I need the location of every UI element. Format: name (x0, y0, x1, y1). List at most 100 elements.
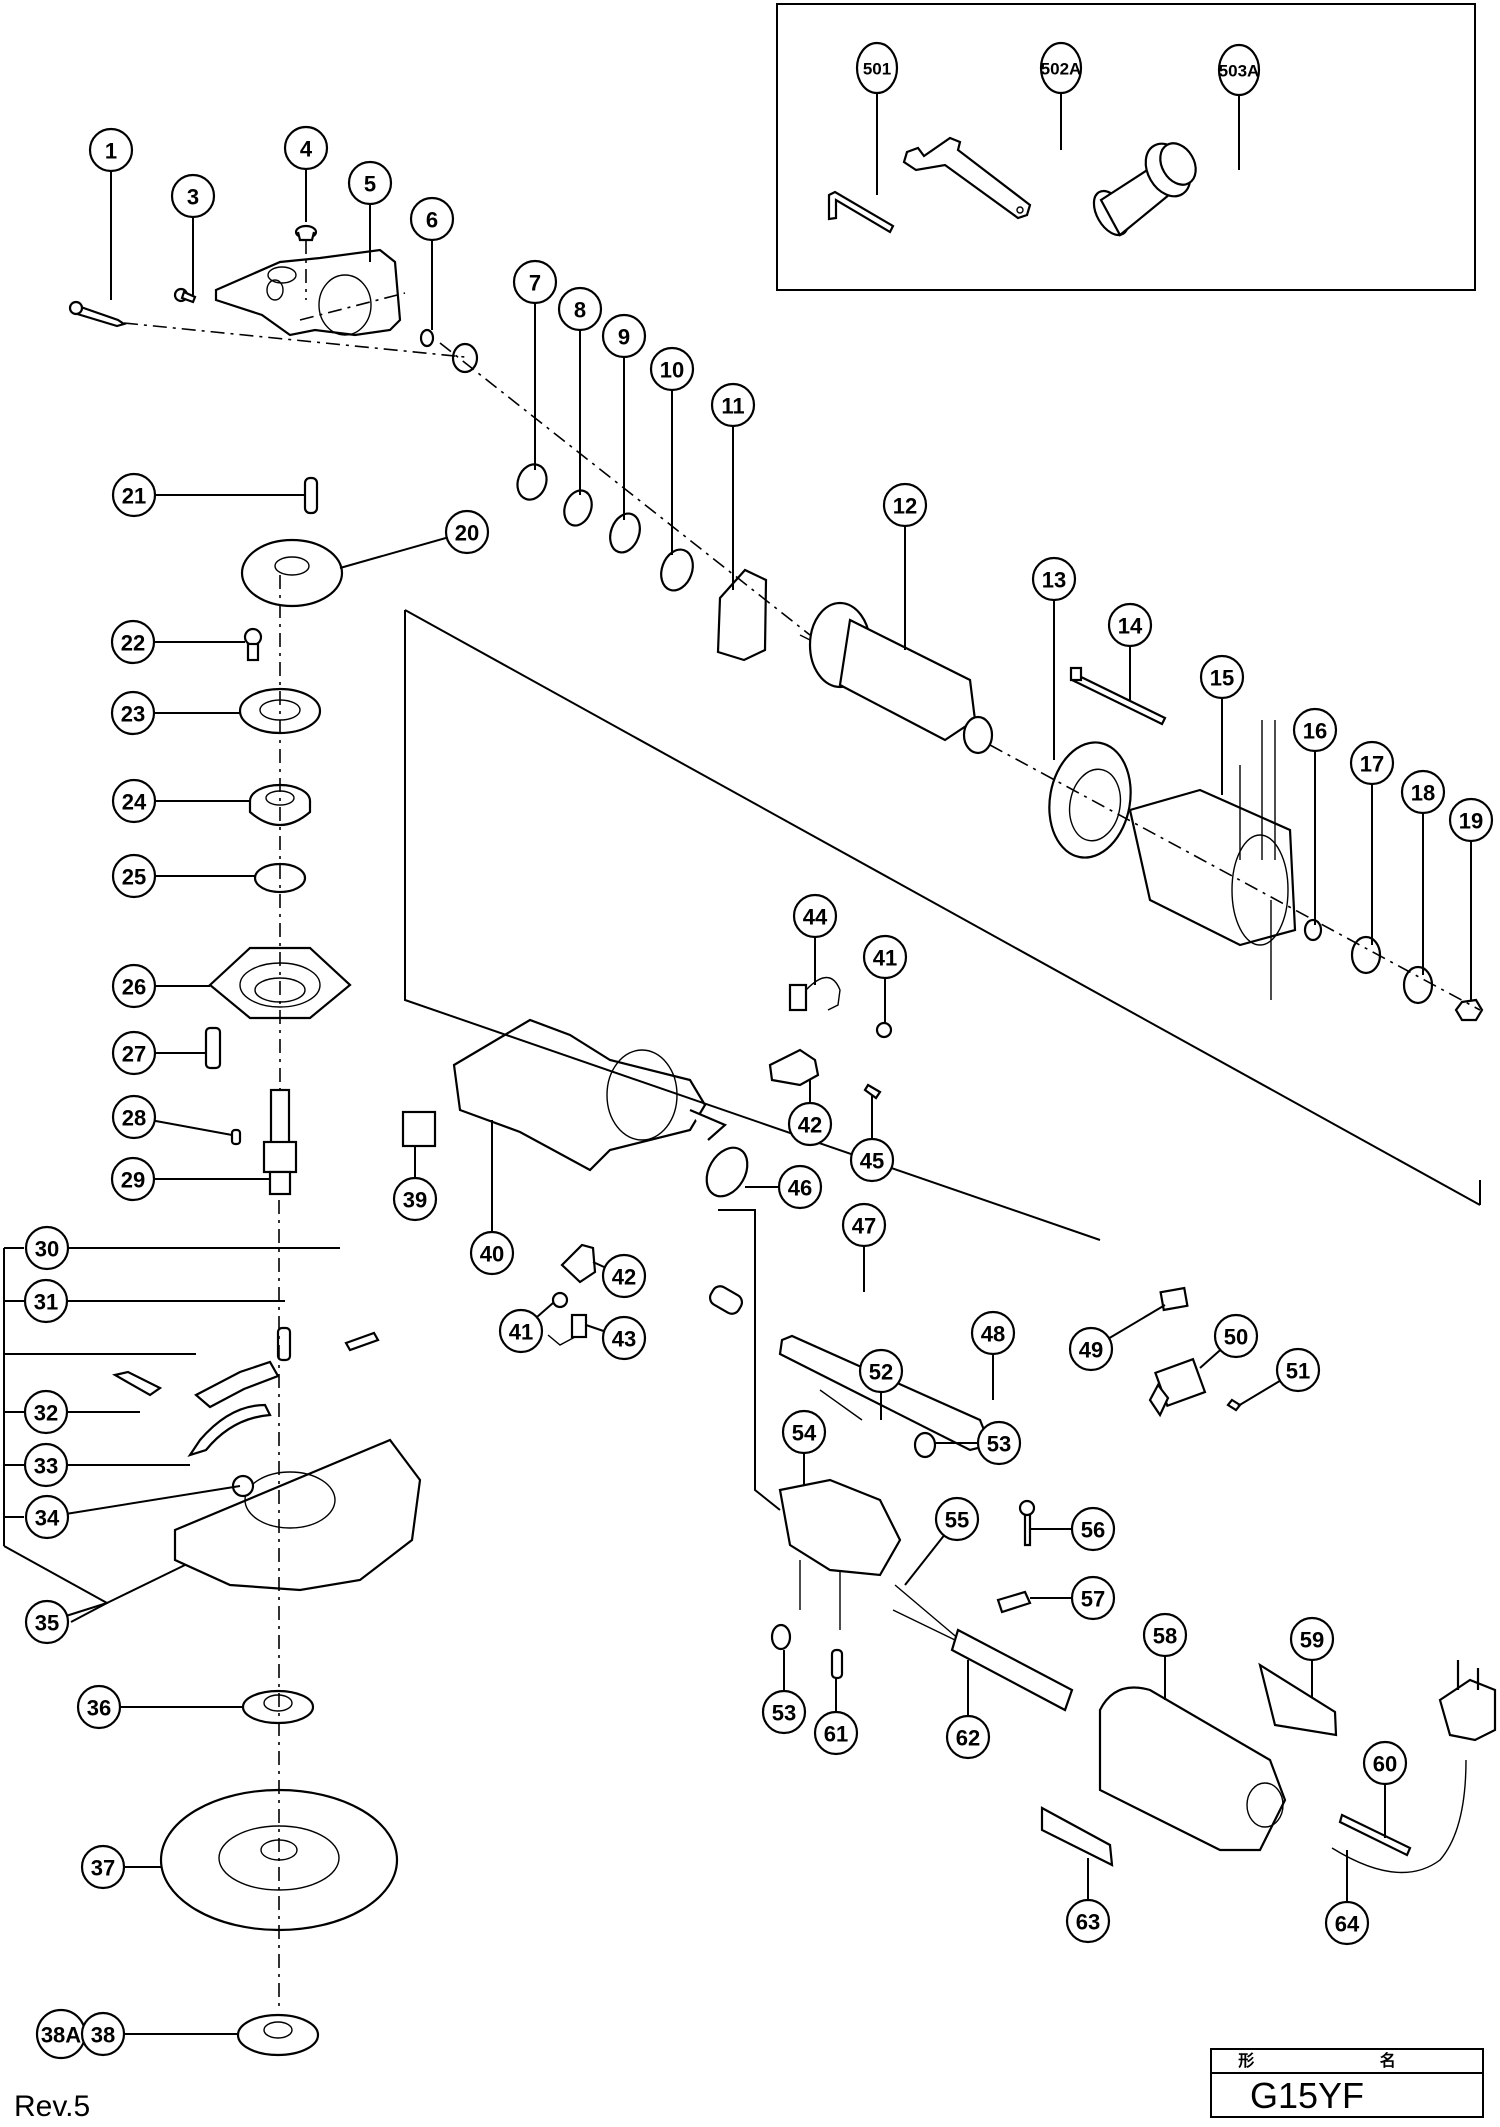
callout-number: 25 (122, 865, 146, 890)
callout-number: 11 (721, 394, 744, 419)
callout-circle (347, 160, 393, 206)
callout-number: 52 (869, 1360, 893, 1385)
callout-13: 13 (1031, 556, 1077, 602)
accessories-box (776, 3, 1476, 291)
callout-number: 51 (1286, 1359, 1310, 1384)
callout-circle (777, 1164, 823, 1210)
callout-49: 49 (1068, 1326, 1114, 1372)
callout-41: 41 (498, 1308, 544, 1354)
callout-circle (710, 382, 756, 428)
callout-29: 29 (110, 1156, 156, 1202)
callout-number: 61 (824, 1722, 848, 1747)
callout-number: 53 (772, 1701, 796, 1726)
callout-number: 35 (35, 1611, 59, 1636)
callout-number: 57 (1081, 1587, 1105, 1612)
callout-number: 43 (612, 1327, 636, 1352)
callout-circle (781, 1409, 827, 1455)
callout-circle (1289, 1616, 1335, 1662)
controller (778, 1478, 902, 1630)
tail-cover (1098, 1686, 1287, 1852)
callout-circle (601, 1315, 647, 1361)
callout-circle (858, 1348, 904, 1394)
label (1258, 1662, 1338, 1737)
callout-25: 25 (111, 853, 157, 899)
callout-circle (1107, 602, 1153, 648)
callout-circle (855, 41, 899, 95)
motor-housing (452, 1018, 728, 1172)
nut (419, 328, 435, 348)
callout-number: 13 (1042, 568, 1066, 593)
callout-number: 40 (480, 1242, 504, 1267)
callout-31: 31 (23, 1278, 69, 1324)
callout-circle (111, 778, 157, 824)
callout-22: 22 (110, 619, 156, 665)
callout-circle (862, 934, 908, 980)
callout-circle (792, 893, 838, 939)
callout-circle (409, 196, 455, 242)
callout-circle (283, 125, 329, 171)
callout-number: 63 (1076, 1910, 1100, 1935)
carbon-brush (547, 1313, 588, 1346)
callout-circle (1349, 740, 1395, 786)
callout-circle (80, 2011, 126, 2057)
washer (563, 489, 593, 527)
callout-57: 57 (1070, 1575, 1116, 1621)
armature (799, 601, 994, 755)
callout-48: 48 (970, 1310, 1016, 1356)
bearing-holder (716, 568, 768, 662)
callout-number: 8 (574, 298, 586, 323)
callout-circle (849, 1137, 895, 1183)
callout-number: 30 (35, 1237, 59, 1262)
connector (913, 1431, 937, 1459)
callout-circle (1448, 797, 1494, 843)
callout-number: 32 (34, 1401, 58, 1426)
callout-circle (76, 1684, 122, 1730)
callout-17: 17 (1349, 740, 1395, 786)
ball-bearing (1350, 935, 1382, 975)
callout-number: 38A (41, 2023, 81, 2048)
callout-55: 55 (934, 1496, 980, 1542)
callout-circle (512, 259, 558, 305)
callout-circle (934, 1496, 980, 1542)
callout-number: 23 (121, 702, 145, 727)
rubber-cap (294, 224, 318, 242)
callout-46: 46 (777, 1164, 823, 1210)
callout-5: 5 (347, 160, 393, 206)
callout-42: 42 (601, 1253, 647, 1299)
callout-45: 45 (849, 1137, 895, 1183)
wheel-guard (112, 1326, 422, 1592)
callout-39: 39 (392, 1176, 438, 1222)
connector (770, 1623, 792, 1651)
callout-number: 15 (1210, 666, 1234, 691)
callout-number: 5 (364, 172, 376, 197)
callout-circle (1142, 1612, 1188, 1658)
callout-number: 20 (455, 521, 479, 546)
callout-38A: 38A (35, 2008, 87, 2060)
callout-18: 18 (1400, 769, 1446, 815)
callout-61: 61 (813, 1710, 859, 1756)
needle-pin (303, 476, 319, 515)
callout-40: 40 (469, 1230, 515, 1276)
callout-27: 27 (111, 1030, 157, 1076)
callout-circle (1070, 1506, 1116, 1552)
callout-59: 59 (1289, 1616, 1335, 1662)
callout-circle (170, 173, 216, 219)
callout-circle (110, 1156, 156, 1202)
nut (1454, 998, 1484, 1022)
callout-number: 21 (122, 484, 146, 509)
callout-number: 31 (34, 1290, 58, 1315)
callout-number: 501 (863, 60, 891, 79)
cord-clip (996, 1590, 1032, 1614)
feather-key (230, 1128, 242, 1146)
accessory-callout-501: 501 (855, 41, 899, 95)
power-cord (1331, 1660, 1497, 1874)
callout-number: 34 (35, 1506, 60, 1531)
callout-number: 6 (426, 208, 438, 233)
callout-number: 58 (1153, 1624, 1177, 1649)
callout-47: 47 (841, 1202, 887, 1248)
callout-number: 502A (1041, 60, 1082, 79)
callout-3: 3 (170, 173, 216, 219)
revision-label: Rev.5 (14, 2090, 91, 2123)
callout-circle (1065, 1898, 1111, 1944)
screw-head (1018, 1499, 1036, 1517)
